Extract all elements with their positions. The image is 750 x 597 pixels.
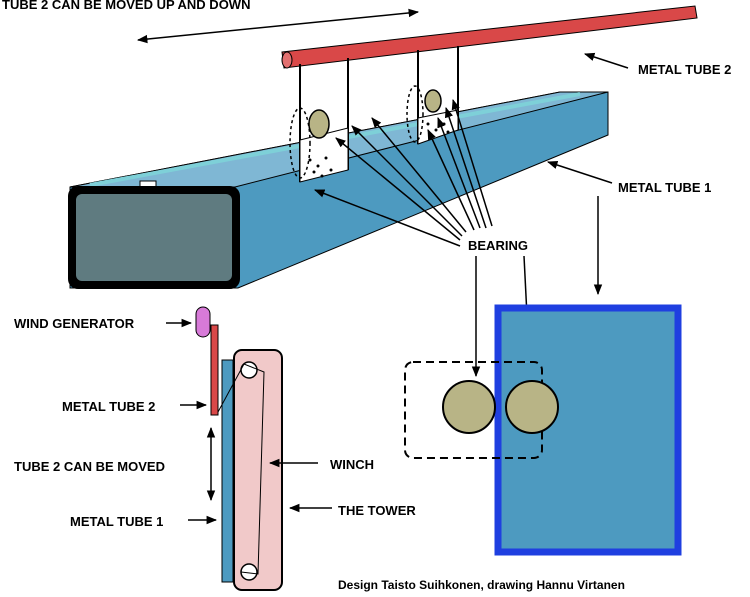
label-bearing: BEARING <box>468 238 528 253</box>
bearing-right-circle <box>505 380 559 434</box>
the-tower <box>233 349 283 591</box>
credit-text: Design Taisto Suihkonen, drawing Hannu V… <box>338 578 625 592</box>
wind-generator <box>195 306 211 338</box>
label-top-movable: TUBE 2 CAN BE MOVED UP AND DOWN <box>2 0 250 12</box>
metal-tube-2-side <box>210 324 219 416</box>
metal-tube-1-end-face <box>76 194 232 281</box>
winch-cable <box>217 363 265 575</box>
label-metal-tube-2-side: METAL TUBE 2 <box>62 399 155 414</box>
label-the-tower: THE TOWER <box>338 503 416 518</box>
tower-side-view <box>195 306 283 591</box>
cross-section-detail <box>404 304 682 556</box>
label-winch: WINCH <box>330 457 374 472</box>
bearing-perspective-2 <box>424 89 442 113</box>
label-wind-generator: WIND GENERATOR <box>14 316 135 331</box>
metal-tube-1-perspective <box>68 91 609 289</box>
label-metal-tube-1-side: METAL TUBE 1 <box>70 514 163 529</box>
label-tube-2-movable-side: TUBE 2 CAN BE MOVED <box>14 459 165 474</box>
bearing-left-circle <box>442 380 496 434</box>
metal-tube-1-side <box>221 359 234 583</box>
label-metal-tube-1-top: METAL TUBE 1 <box>618 180 711 195</box>
top-movable-arrow <box>136 8 420 44</box>
label-metal-tube-2-top: METAL TUBE 2 <box>638 62 731 77</box>
bearing-perspective-1 <box>308 109 330 139</box>
